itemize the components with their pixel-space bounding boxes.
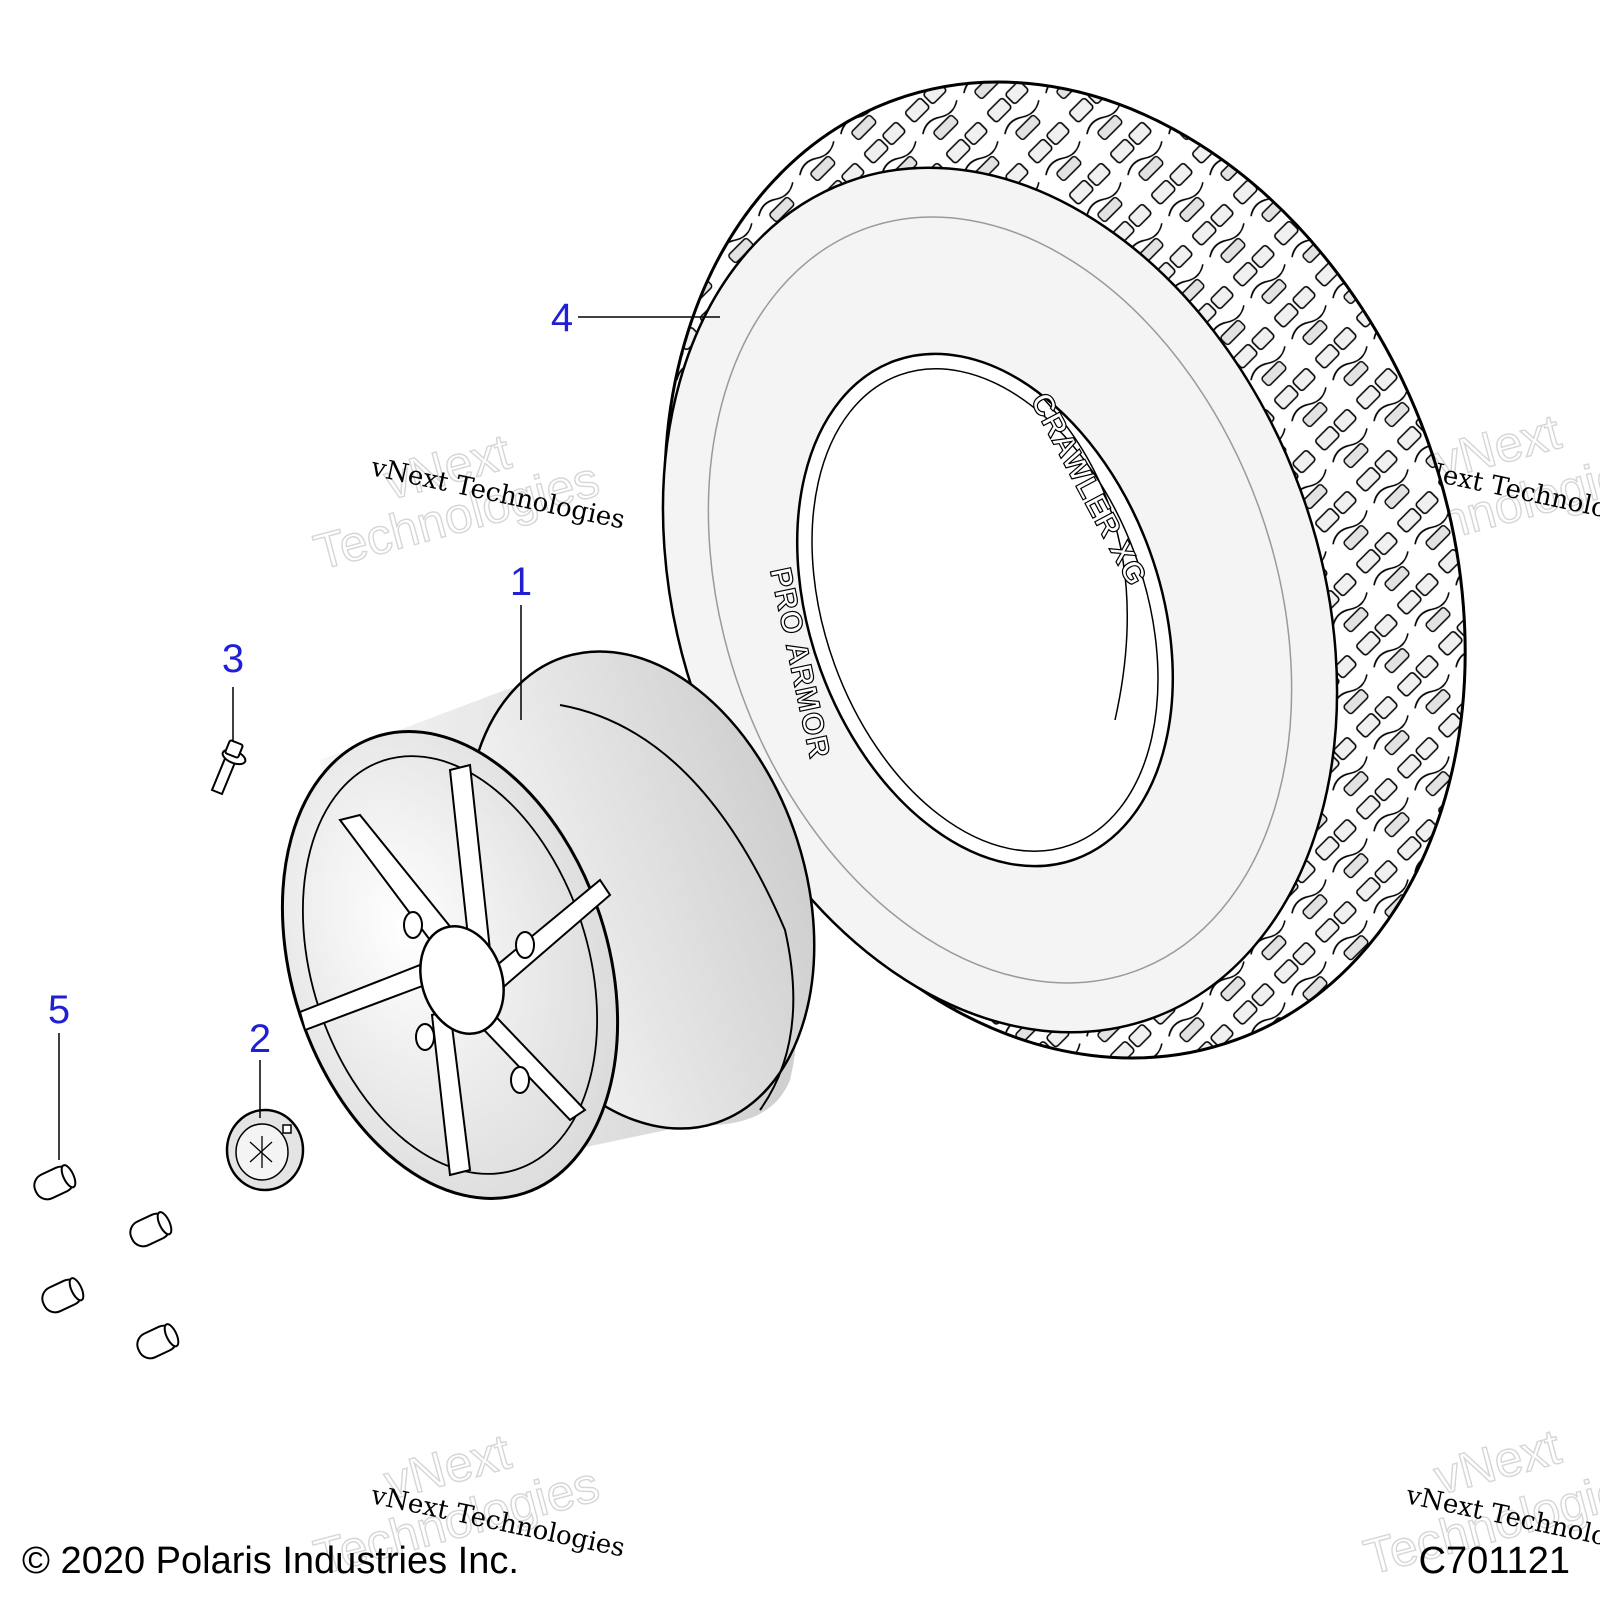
wheel-center-bore: [419, 925, 505, 1035]
watermark-top-left: vNext Technologies vNext Technologies: [308, 423, 628, 582]
lug-nut: [129, 1211, 173, 1248]
wheel-spokes: [298, 763, 612, 1177]
copyright-text: © 2020 Polaris Industries Inc.: [22, 1540, 519, 1582]
callout-numbers: 1 2 3 4 5: [48, 296, 573, 1061]
lug-nuts: [33, 1164, 180, 1360]
tire: PRO ARMOR CRAWLER XG: [661, 80, 1467, 1060]
wheel: [280, 650, 816, 1200]
valve-stem: [210, 739, 247, 796]
lug-nut: [33, 1164, 77, 1201]
lug-nut: [41, 1277, 85, 1314]
callout-1: 1: [510, 560, 532, 604]
callout-3: 3: [222, 637, 244, 681]
callout-5: 5: [48, 988, 70, 1032]
leader-lines: [58, 316, 720, 1160]
lug-nut: [136, 1323, 180, 1360]
callout-4: 4: [551, 296, 573, 340]
wheel-lug-holes: [403, 911, 535, 1094]
hub-cap: [225, 1108, 305, 1192]
callout-2: 2: [249, 1017, 271, 1061]
figure-code: C701121: [1418, 1540, 1570, 1582]
